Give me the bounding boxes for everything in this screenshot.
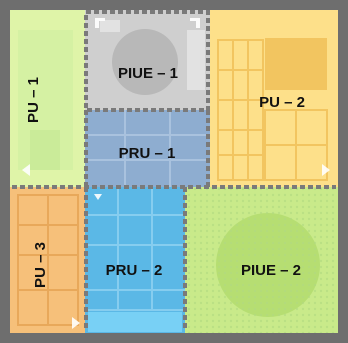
- zone-piue-2: [185, 187, 338, 333]
- boundary-arrow-icon: [22, 18, 330, 329]
- zone-label-pu-1: PU – 1: [25, 77, 42, 123]
- zone-label-pru-2: PRU – 2: [106, 262, 163, 279]
- zone-pru-1: [85, 110, 210, 187]
- zone-label-pu-2: PU – 2: [259, 94, 305, 111]
- zone-label-pru-1: PRU – 1: [119, 145, 176, 162]
- zone-pu-1: [10, 10, 85, 187]
- zone-pu-2: [210, 10, 338, 187]
- zone-label-pu-3: PU – 3: [32, 242, 49, 288]
- zone-pru-2: [85, 187, 185, 333]
- zone-label-piue-2: PIUE – 2: [241, 262, 301, 279]
- zone-label-piue-1: PIUE – 1: [118, 65, 178, 82]
- zone-piue-1: [85, 10, 210, 110]
- zone-boundaries: [12, 10, 336, 331]
- zone-pu-3: [10, 187, 85, 333]
